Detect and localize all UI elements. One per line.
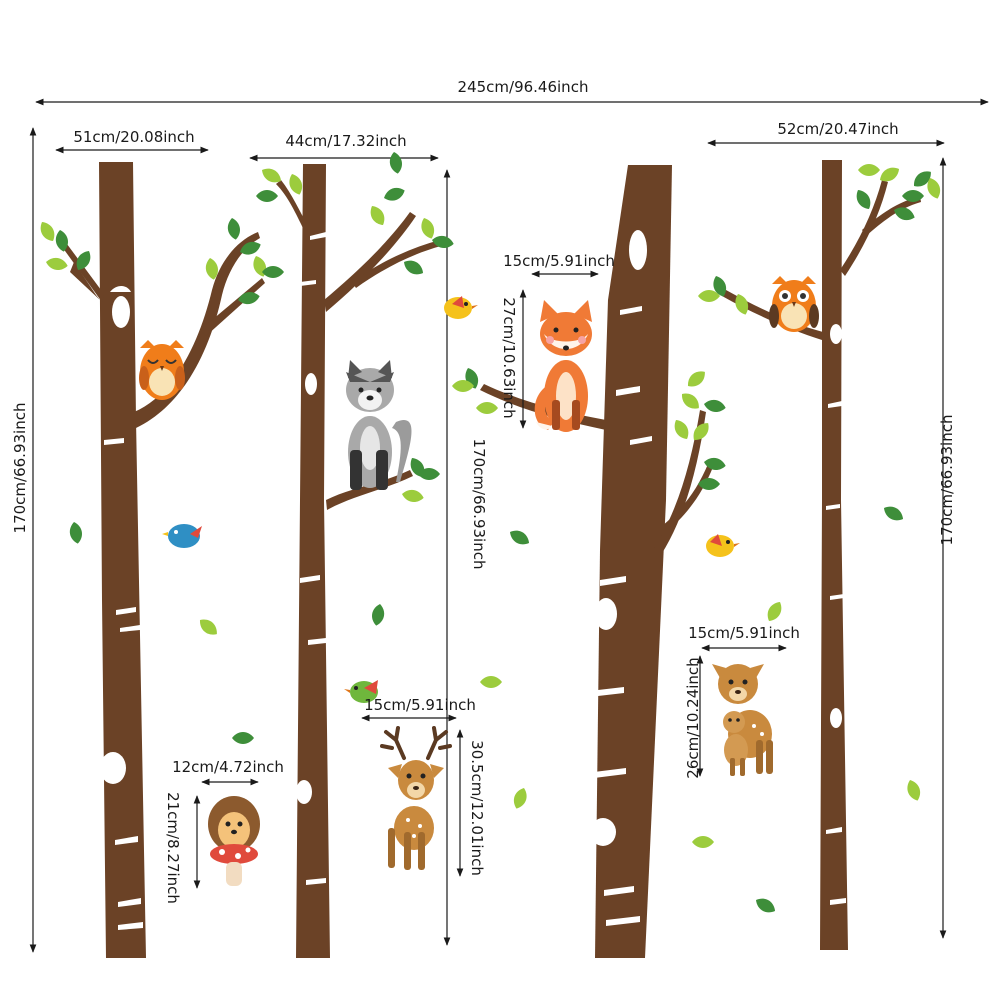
bird-icon bbox=[162, 524, 202, 548]
dimension-fox-height: 27cm/10.63inch bbox=[500, 289, 527, 429]
label-fawns-height: 26cm/10.24inch bbox=[684, 657, 702, 778]
label-height-right: 170cm/66.93inch bbox=[938, 415, 956, 546]
hedgehog-icon bbox=[208, 796, 260, 886]
dimension-deer-height: 30.5cm/12.01inch bbox=[456, 729, 486, 877]
tree-2 bbox=[276, 164, 441, 958]
label-tree4-width: 52cm/20.47inch bbox=[777, 120, 898, 138]
dimension-tree1-width: 51cm/20.08inch bbox=[55, 128, 209, 154]
dimension-hedgehog-height: 21cm/8.27inch bbox=[164, 792, 201, 904]
dimension-fawns-height: 26cm/10.24inch bbox=[684, 655, 704, 779]
fox-icon bbox=[534, 300, 592, 432]
tree-4 bbox=[722, 160, 921, 950]
dimension-fox-width: 15cm/5.91inch bbox=[503, 252, 615, 278]
dimension-total-width: 245cm/96.46inch bbox=[35, 78, 989, 106]
label-fawns-width: 15cm/5.91inch bbox=[688, 624, 800, 642]
bird-icon bbox=[706, 534, 740, 557]
label-height-middle: 170cm/66.93inch bbox=[470, 439, 488, 570]
label-height-left: 170cm/66.93inch bbox=[11, 403, 29, 534]
dimension-tree4-width: 52cm/20.47inch bbox=[707, 120, 945, 147]
label-tree1-width: 51cm/20.08inch bbox=[73, 128, 194, 146]
dimension-fawns-width: 15cm/5.91inch bbox=[688, 624, 800, 652]
dimension-tree2-width: 44cm/17.32inch bbox=[249, 132, 439, 162]
label-deer-height: 30.5cm/12.01inch bbox=[468, 740, 486, 876]
bird-icon bbox=[444, 296, 478, 319]
label-hedgehog-height: 21cm/8.27inch bbox=[164, 792, 182, 904]
deer-icon bbox=[380, 726, 452, 870]
dimension-hedgehog-width: 12cm/4.72inch bbox=[172, 758, 284, 786]
label-fox-width: 15cm/5.91inch bbox=[503, 252, 615, 270]
dimension-deer-width: 15cm/5.91inch bbox=[361, 696, 476, 722]
label-total-width: 245cm/96.46inch bbox=[458, 78, 589, 96]
tree-3 bbox=[480, 165, 713, 958]
label-hedgehog-width: 12cm/4.72inch bbox=[172, 758, 284, 776]
bird-icon bbox=[344, 680, 378, 703]
dimension-height-left: 170cm/66.93inch bbox=[11, 127, 37, 953]
owl-icon bbox=[769, 276, 819, 332]
owl-icon bbox=[139, 340, 185, 400]
label-tree2-width: 44cm/17.32inch bbox=[285, 132, 406, 150]
dimension-height-middle: 170cm/66.93inch bbox=[443, 169, 488, 946]
wolf-icon bbox=[346, 360, 412, 490]
label-fox-height: 27cm/10.63inch bbox=[500, 297, 518, 418]
fawns-icon bbox=[712, 664, 773, 776]
label-deer-width: 15cm/5.91inch bbox=[364, 696, 476, 714]
dimension-height-right: 170cm/66.93inch bbox=[938, 157, 956, 939]
